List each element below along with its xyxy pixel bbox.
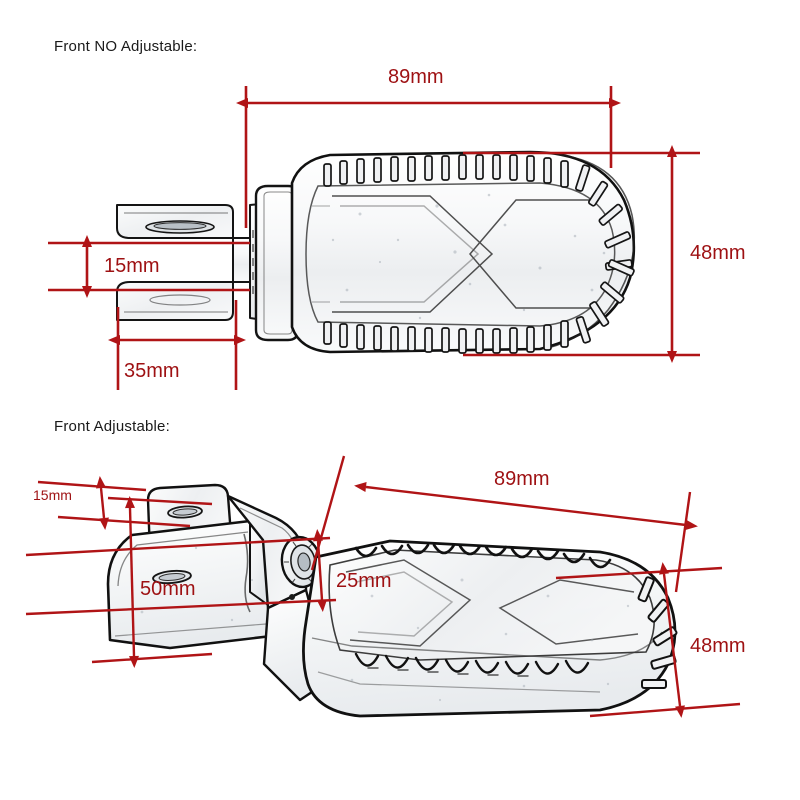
dim-label-bracket-35-top: 35mm bbox=[124, 360, 180, 382]
dim-label-step-15-bottom: 15mm bbox=[33, 487, 72, 503]
dim-label-thickness-25-bottom: 25mm bbox=[336, 570, 392, 592]
dim-line-b25 bbox=[313, 529, 327, 612]
ext-line-b25-bottom bbox=[25, 598, 337, 616]
section-title-front-adjustable: Front Adjustable: bbox=[54, 418, 170, 435]
dim-label-width-48-bottom: 48mm bbox=[690, 635, 746, 657]
dim-line-b48 bbox=[659, 562, 685, 718]
ext-line-b89-right bbox=[674, 491, 692, 593]
ext-line-b15-top bbox=[37, 480, 147, 492]
dim-line-b15 bbox=[96, 476, 109, 530]
ext-line-b50-top bbox=[107, 496, 213, 506]
section-title-front-no-adjustable: Front NO Adjustable: bbox=[54, 38, 198, 55]
dim-label-length-89-top: 89mm bbox=[388, 66, 444, 88]
dim-label-bracket-50-bottom: 50mm bbox=[140, 578, 196, 600]
ext-line-b48-top bbox=[555, 566, 723, 580]
ext-line-b25-top bbox=[25, 536, 331, 557]
ext-line-b15-bottom bbox=[57, 515, 191, 528]
ext-line-b48-bottom bbox=[589, 702, 741, 718]
dim-label-length-89-bottom: 89mm bbox=[494, 468, 550, 490]
dim-line-b89 bbox=[354, 482, 698, 530]
dim-line-b50 bbox=[125, 496, 139, 668]
dim-label-gap-15-top: 15mm bbox=[104, 255, 160, 277]
ext-line-b89-left bbox=[310, 455, 346, 571]
dim-label-width-48-top: 48mm bbox=[690, 242, 746, 264]
ext-line-b50-bottom bbox=[91, 652, 213, 664]
